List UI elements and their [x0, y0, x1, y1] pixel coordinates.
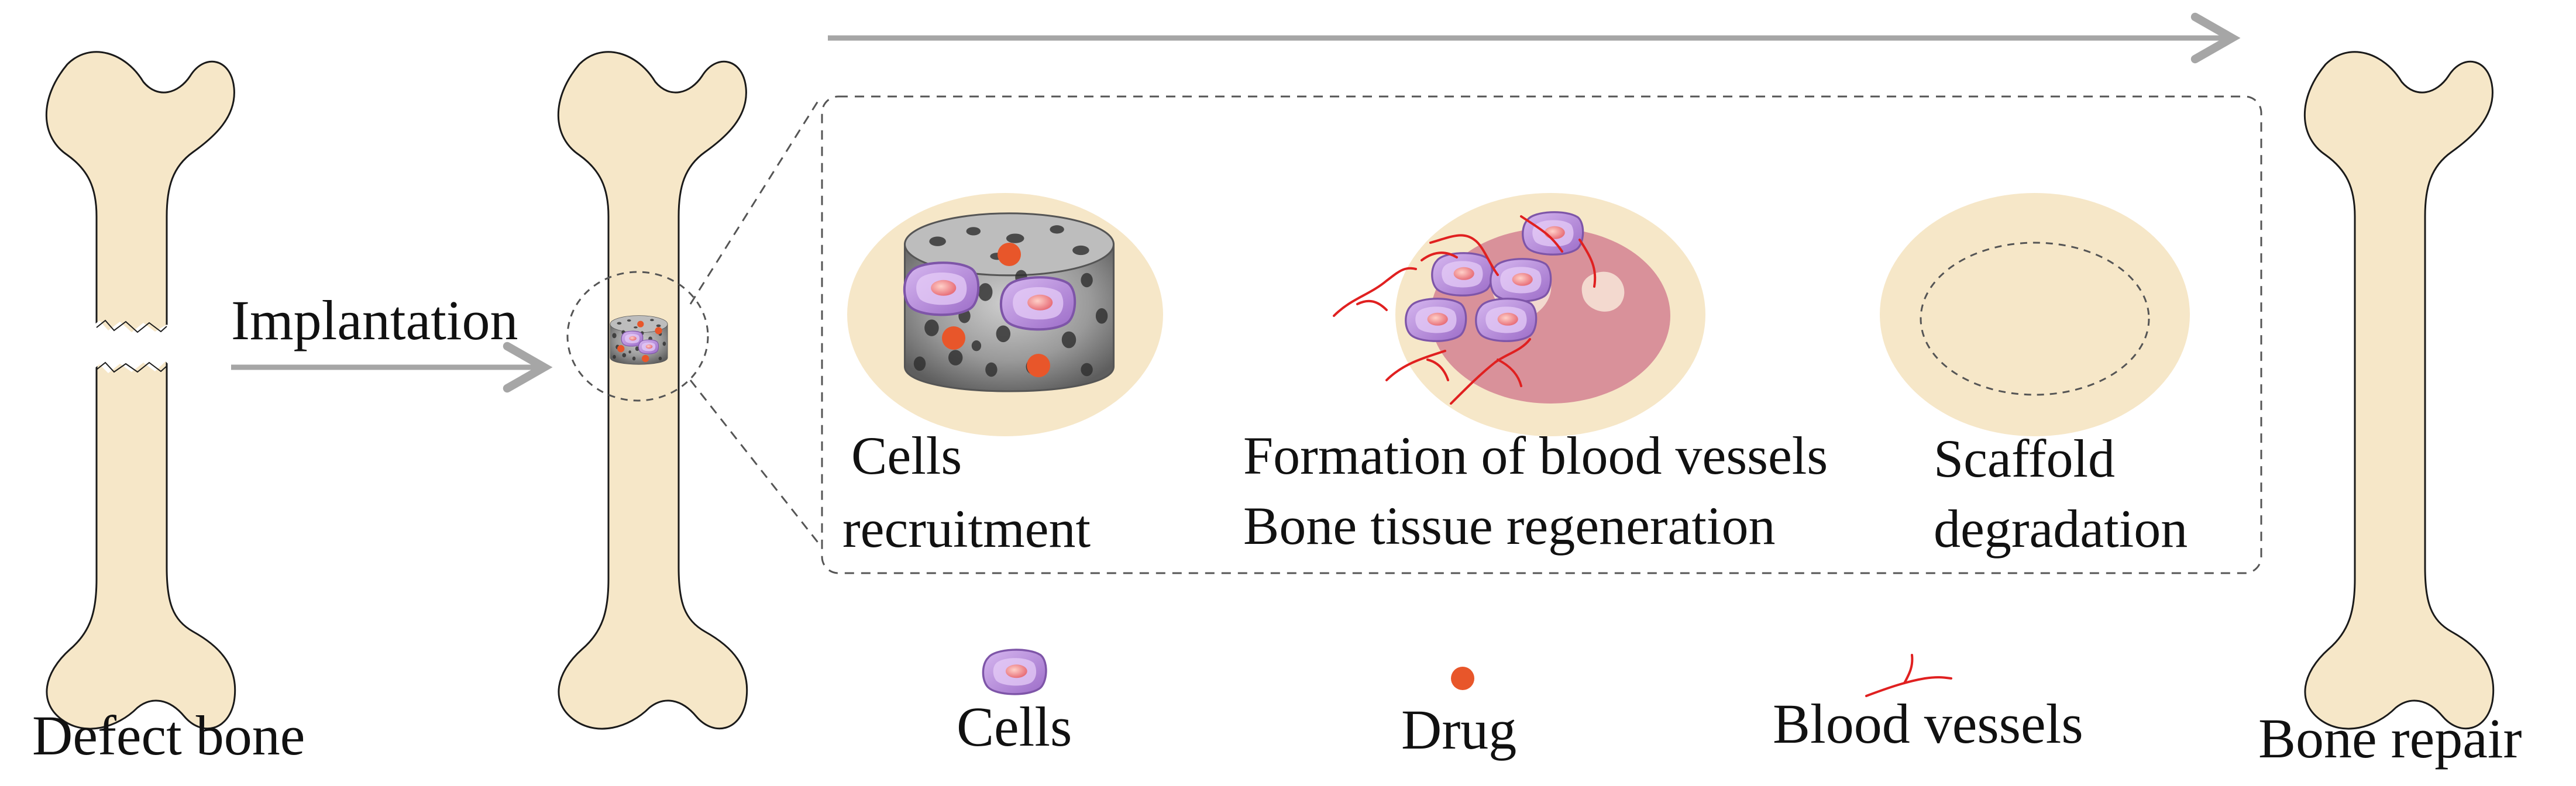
repaired-bone: [2303, 51, 2495, 730]
legend-drug-label: Drug: [1401, 698, 1516, 761]
stage-cells-recruitment: [847, 193, 1163, 436]
implanted-bone: [557, 51, 748, 730]
stage-vessel-formation: [1333, 193, 1705, 436]
drug-dot: [1027, 354, 1050, 377]
vessels-label-2: Bone tissue regeneration: [1243, 496, 1776, 556]
process-panel: [821, 95, 2262, 574]
scaffold-label-2: degradation: [1934, 499, 2188, 559]
bone-repair-label: Bone repair: [2258, 707, 2522, 770]
legend: Cells Drug Blood vessels: [957, 649, 2083, 761]
legend-blood-vessels-label: Blood vessels: [1773, 692, 2083, 755]
drug-dot: [998, 243, 1021, 266]
implantation-label: Implantation: [231, 289, 518, 351]
scaffold-label-1: Scaffold: [1934, 429, 2115, 488]
cells-recruitment-label-1: Cells: [851, 426, 962, 485]
blood-vessel-lines: [1333, 215, 1597, 405]
implant-zoom-circle: [566, 271, 709, 402]
legend-cell-icon: [982, 649, 1047, 695]
cells-recruitment-label-2: recruitment: [842, 499, 1091, 559]
legend-vessel-icon: [1865, 654, 1952, 697]
legend-drug-icon: [1451, 667, 1474, 690]
zoom-guide-top: [689, 99, 820, 305]
drug-dot: [942, 326, 965, 350]
defect-bone-label: Defect bone: [32, 704, 305, 767]
legend-cells-label: Cells: [957, 695, 1072, 758]
vessels-label-1: Formation of blood vessels: [1243, 426, 1828, 485]
zoom-guide-bottom: [689, 380, 820, 544]
stage-scaffold-degradation: [1880, 193, 2190, 436]
defect-bone: [45, 51, 236, 730]
